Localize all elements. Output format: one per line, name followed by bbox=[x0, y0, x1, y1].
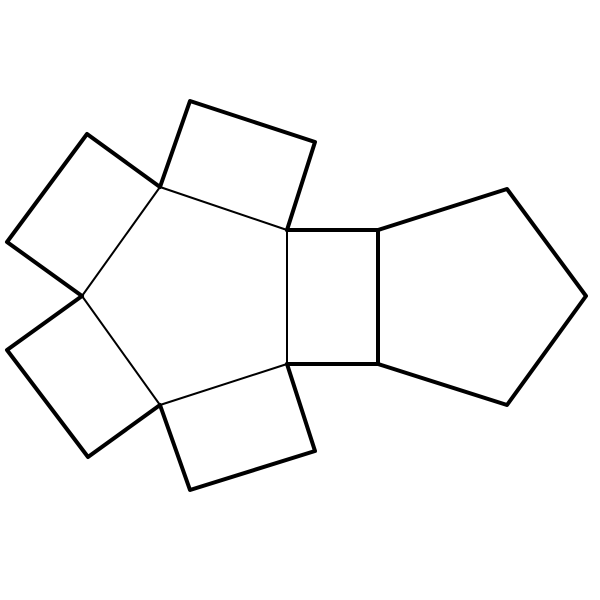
square-bottom bbox=[158, 362, 317, 492]
central-pentagon-edge-bottom bbox=[159, 363, 288, 406]
central-pentagon-edge-top bbox=[159, 186, 288, 231]
net-outline bbox=[5, 99, 588, 492]
central-pentagon-edge-lower-left bbox=[81, 295, 161, 406]
square-lower-left bbox=[5, 294, 162, 459]
square-top bbox=[158, 99, 317, 232]
square-upper-left bbox=[5, 132, 162, 298]
central-pentagon-edge-upper-left bbox=[81, 186, 161, 297]
right-pentagon bbox=[376, 187, 588, 407]
